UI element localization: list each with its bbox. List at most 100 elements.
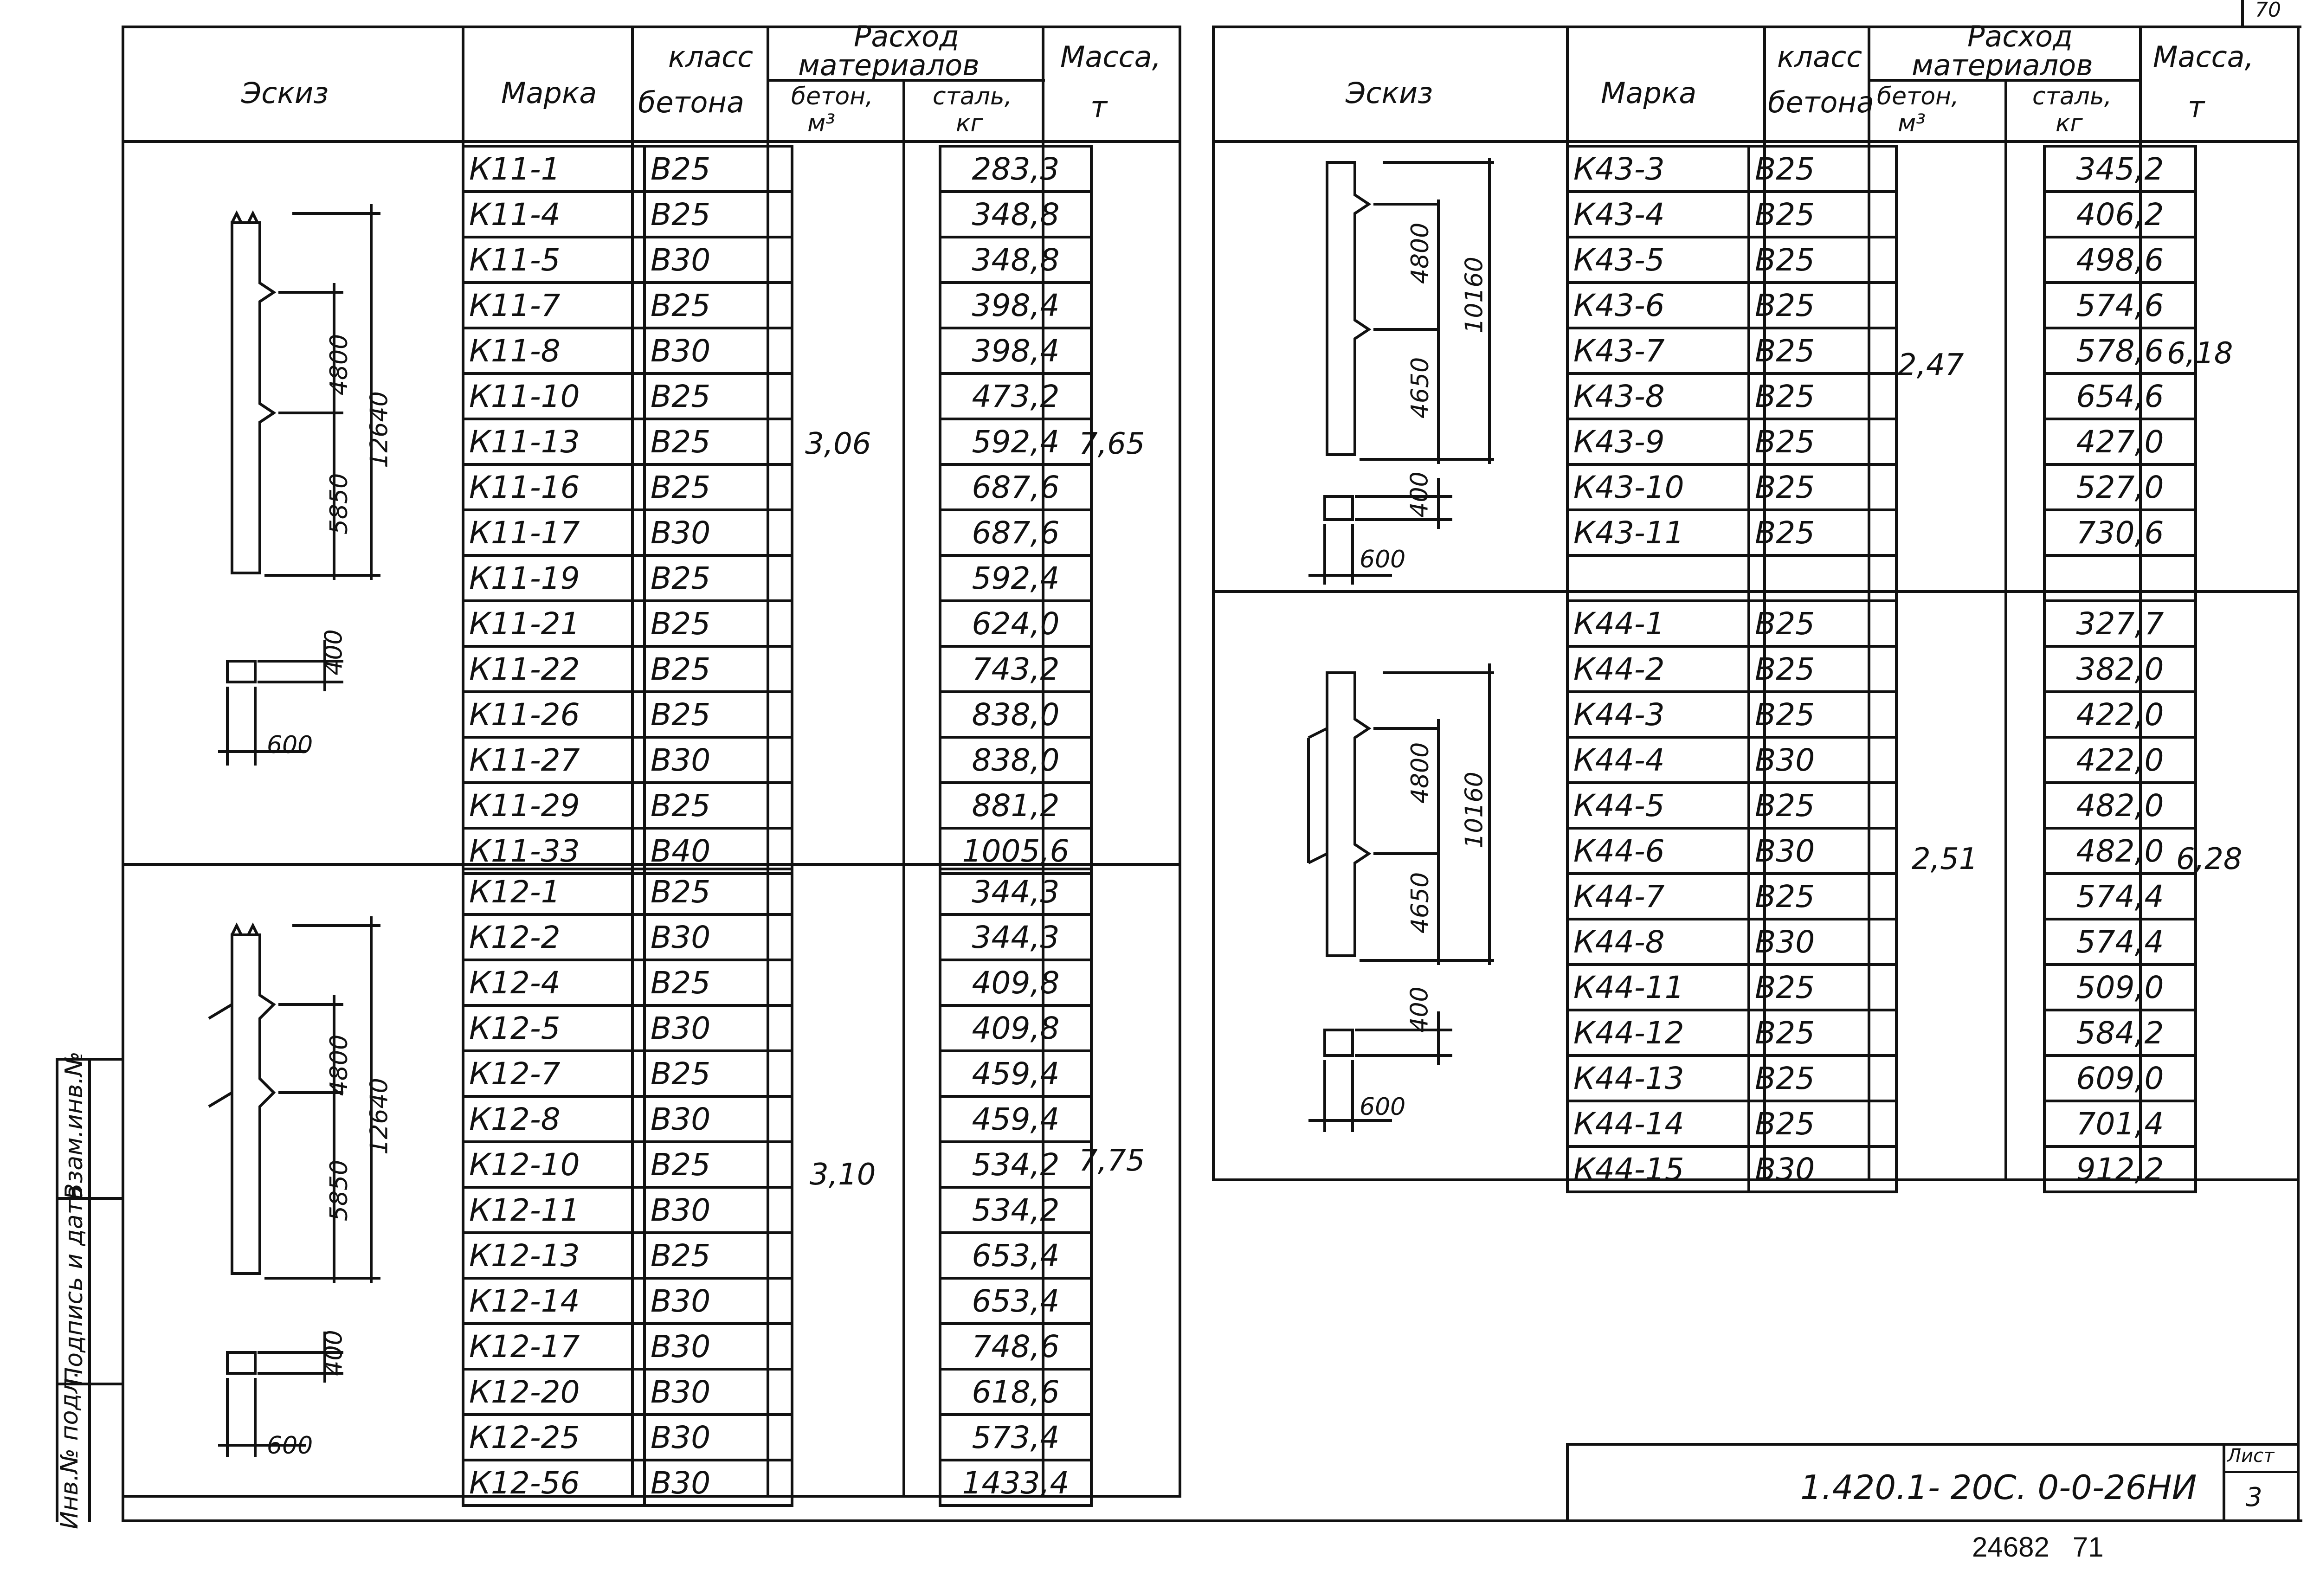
steel-cell: 838,0	[939, 736, 1093, 784]
mark-cell: К11-16	[462, 463, 646, 511]
header-class-1-right: класс	[1777, 40, 1862, 74]
concrete-cell	[1895, 646, 2046, 692]
class-cell: В30	[1747, 918, 1898, 966]
mark-cell: К12-5	[462, 1004, 646, 1052]
class-cell: В25	[643, 781, 793, 830]
side-strip-mid	[88, 1058, 91, 1522]
mark-cell: К44-8	[1566, 918, 1750, 966]
mark-cell: К44-11	[1566, 963, 1750, 1011]
class-cell: В25	[1747, 418, 1898, 466]
header-bottom-right	[1212, 140, 2300, 143]
concrete-cell	[791, 828, 941, 874]
class-cell: В25	[1747, 872, 1898, 920]
steel-cell: 509,0	[2043, 963, 2197, 1011]
class-cell: В25	[1747, 463, 1898, 511]
side-strip-sep2	[56, 1383, 123, 1385]
k11-dim-section-h: 400	[320, 629, 348, 676]
class-cell: В30	[643, 1368, 793, 1416]
concrete-cell	[1895, 283, 2046, 328]
concrete-cell	[791, 328, 941, 373]
mark-cell: К43-5	[1566, 236, 1750, 284]
class-cell: В25	[643, 868, 793, 916]
k44-concrete: 2,51	[1912, 842, 1978, 876]
steel-cell: 574,6	[2043, 281, 2197, 329]
class-cell: В30	[643, 1459, 793, 1507]
concrete-cell	[791, 692, 941, 737]
concrete-cell	[791, 1142, 941, 1187]
steel-cell: 409,8	[939, 1004, 1093, 1052]
mark-cell: К11-1	[462, 145, 646, 193]
stamp-top	[1566, 1443, 2299, 1446]
header-mass-2: т	[1090, 90, 1108, 124]
concrete-cell	[791, 1005, 941, 1051]
steel-cell: 1005,6	[939, 827, 1093, 875]
k11-mass: 7,65	[1079, 427, 1145, 461]
header-steel-1-right: сталь,	[2032, 83, 2112, 110]
concrete-cell	[1895, 874, 2046, 919]
mark-cell: К12-8	[462, 1095, 646, 1143]
header-concrete-1: бетон,	[791, 83, 873, 110]
concrete-cell	[791, 783, 941, 828]
steel-cell: 482,0	[2043, 781, 2197, 830]
footer-code: 24682 71	[1972, 1532, 2104, 1563]
side-label-replace: Взам.инв.№	[60, 1051, 88, 1200]
sketch-k12	[208, 916, 380, 1457]
k43-dim-lower: 4650	[1406, 357, 1435, 419]
steel-cell: 624,0	[939, 599, 1093, 648]
concrete-cell	[791, 373, 941, 419]
k11-dim-lower: 5850	[325, 473, 354, 535]
mark-cell: К43-9	[1566, 418, 1750, 466]
mark-cell: К43-10	[1566, 463, 1750, 511]
class-cell: В25	[1747, 145, 1898, 193]
class-cell: В25	[1747, 645, 1898, 693]
concrete-cell	[1895, 828, 2046, 874]
steel-cell: 743,2	[939, 645, 1093, 693]
frame-bottom	[122, 1519, 2302, 1522]
k43-dim-section-h: 400	[1405, 471, 1434, 518]
mark-cell: К12-13	[462, 1231, 646, 1280]
steel-cell: 574,4	[2043, 872, 2197, 920]
side-label-inv: Инв.№ подл.	[56, 1370, 84, 1529]
steel-cell	[2043, 554, 2197, 602]
steel-cell: 398,4	[939, 327, 1093, 375]
concrete-cell	[791, 1324, 941, 1369]
mark-cell: К12-56	[462, 1459, 646, 1507]
steel-cell: 527,0	[2043, 463, 2197, 511]
mark-cell: К43-11	[1566, 508, 1750, 557]
steel-cell: 459,4	[939, 1049, 1093, 1098]
page-number-box	[2241, 0, 2244, 26]
mark-cell: К44-6	[1566, 827, 1750, 875]
concrete-cell	[1895, 192, 2046, 237]
header-class-1: класс	[668, 40, 754, 74]
concrete-cell	[1895, 737, 2046, 783]
steel-cell: 687,6	[939, 508, 1093, 557]
class-cell: В30	[643, 736, 793, 784]
steel-cell: 344,3	[939, 868, 1093, 916]
class-cell: В25	[1747, 327, 1898, 375]
concrete-cell	[791, 1051, 941, 1096]
concrete-cell	[1895, 464, 2046, 510]
sketch-k43	[1308, 158, 1494, 585]
frame-top-left	[123, 26, 1181, 28]
concrete-cell	[791, 283, 941, 328]
concrete-cell	[1895, 1010, 2046, 1055]
steel-cell: 609,0	[2043, 1054, 2197, 1102]
concrete-cell	[1895, 601, 2046, 646]
steel-cell: 283,3	[939, 145, 1093, 193]
class-cell: В25	[643, 1049, 793, 1098]
